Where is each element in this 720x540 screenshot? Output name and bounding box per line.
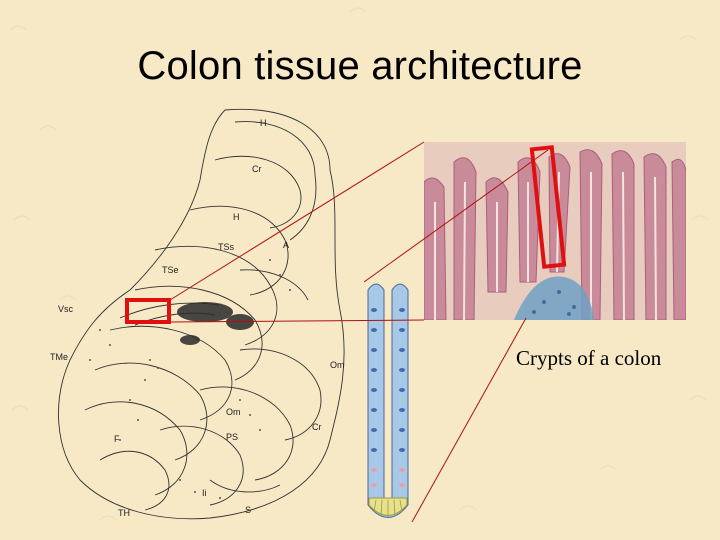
sketch-label-8: Om	[330, 360, 345, 370]
sketch-label-14: TH	[118, 508, 130, 518]
connector-line-2	[169, 319, 425, 323]
sketch-label-9: Cr	[312, 422, 322, 432]
red-highlight-box-icon	[125, 298, 171, 324]
connector-line-4	[411, 317, 527, 523]
connector-line-3	[363, 149, 549, 283]
sketch-label-15: S	[245, 505, 251, 515]
sketch-label-3: TSs	[218, 242, 235, 252]
crypt-highlight-box-icon	[529, 145, 567, 269]
connector-line-1	[169, 141, 425, 301]
sketch-label-13: Ii	[202, 488, 207, 498]
sketch-label-6: Vsc	[58, 304, 74, 314]
sketch-label-2: H	[233, 212, 240, 222]
colon-sketch-icon: H Cr H TSs A TSe Vsc TMe Om Cr Om F PS I…	[50, 108, 345, 520]
micrograph-caption: Crypts of a colon	[516, 346, 662, 370]
sketch-label-0: H	[260, 118, 267, 128]
sketch-label-1: Cr	[252, 164, 262, 174]
single-crypt-icon	[367, 283, 409, 518]
sketch-label-10: Om	[226, 407, 241, 417]
sketch-label-4: A	[283, 240, 289, 250]
sketch-label-11: F	[114, 434, 120, 444]
sketch-label-12: PS	[226, 432, 238, 442]
sketch-label-5: TSe	[162, 265, 179, 275]
sketch-label-7: TMe	[50, 352, 68, 362]
slide-title: Colon tissue architecture	[137, 44, 583, 88]
